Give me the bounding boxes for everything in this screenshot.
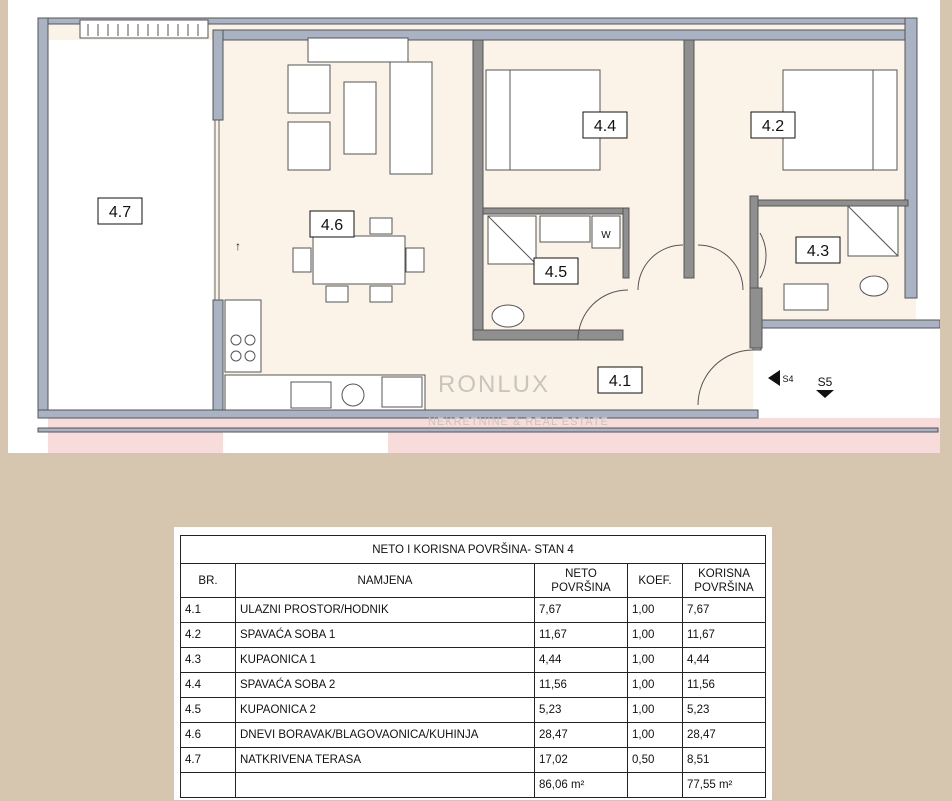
watermark: RONLUX — [438, 371, 550, 398]
bed-room-4-2 — [782, 69, 898, 171]
table-title: NETO I KORISNA POVRŠINA- STAN 4 — [180, 535, 766, 564]
header-koef: KOEF. — [627, 563, 683, 598]
walls — [37, 17, 940, 433]
table-row: 4.7 NATKRIVENA TERASA 17,02 0,50 8,51 — [180, 747, 766, 773]
bathroom-4-5 — [487, 215, 621, 328]
stair-arrow-down-icon — [816, 390, 834, 398]
table-row: 4.2 SPAVAĆA SOBA 1 11,67 1,00 11,67 — [180, 622, 766, 648]
floor-plan: ↑ W — [8, 0, 940, 453]
area-table-card: NETO I KORISNA POVRŠINA- STAN 4 BR. NAMJ… — [174, 527, 772, 800]
total-neto: 86,06 m² — [534, 772, 628, 798]
room-label-4-7: 4.7 — [97, 197, 143, 225]
room-label-4-2: 4.2 — [750, 111, 796, 139]
table-row: 4.6 DNEVI BORAVAK/BLAGOVAONICA/KUHINJA 2… — [180, 722, 766, 748]
interior-walls — [472, 39, 909, 349]
terrace-floor — [48, 40, 213, 412]
table-row: 4.3 KUPAONICA 1 4,44 1,00 4,44 — [180, 647, 766, 673]
header-br: BR. — [180, 563, 236, 598]
svg-text:↑: ↑ — [235, 239, 241, 253]
washer-label: W — [601, 230, 611, 241]
room-label-4-4: 4.4 — [582, 111, 628, 139]
room-label-4-6: 4.6 — [309, 210, 355, 238]
svg-text:4.3: 4.3 — [807, 243, 829, 260]
svg-text:4.1: 4.1 — [609, 373, 631, 390]
stair-label-s4: S4 — [782, 374, 793, 384]
kitchen — [224, 299, 426, 411]
stair-arrow-left-icon — [768, 370, 780, 386]
watermark-subtitle: NEKRETNINE & REAL ESTATE — [428, 416, 609, 428]
svg-text:4.7: 4.7 — [109, 204, 131, 221]
table-row: 4.1 ULAZNI PROSTOR/HODNIK 7,67 1,00 7,67 — [180, 597, 766, 623]
neighbour-unit — [48, 418, 940, 453]
terrace-window — [79, 19, 209, 39]
area-table: NETO I KORISNA POVRŠINA- STAN 4 BR. NAMJ… — [180, 535, 766, 798]
svg-text:4.4: 4.4 — [594, 118, 616, 135]
sliding-door — [214, 120, 220, 300]
doors — [577, 232, 767, 406]
table-row: 4.5 KUPAONICA 2 5,23 1,00 5,23 — [180, 697, 766, 723]
table-row: 4.4 SPAVAĆA SOBA 2 11,56 1,00 11,56 — [180, 672, 766, 698]
room-label-4-5: 4.5 — [533, 257, 579, 285]
living-furniture — [287, 37, 433, 303]
total-korisna: 77,55 m² — [682, 772, 766, 798]
room-label-4-1: 4.1 — [597, 366, 643, 394]
svg-text:4.6: 4.6 — [321, 217, 343, 234]
table-total-row: 86,06 m² 77,55 m² — [180, 772, 766, 798]
svg-text:4.2: 4.2 — [762, 118, 784, 135]
stair-label-s5: S5 — [818, 375, 833, 389]
header-namjena: NAMJENA — [235, 563, 535, 598]
room-label-4-3: 4.3 — [795, 236, 841, 264]
bathroom-4-3 — [783, 205, 899, 311]
svg-text:4.5: 4.5 — [545, 264, 567, 281]
